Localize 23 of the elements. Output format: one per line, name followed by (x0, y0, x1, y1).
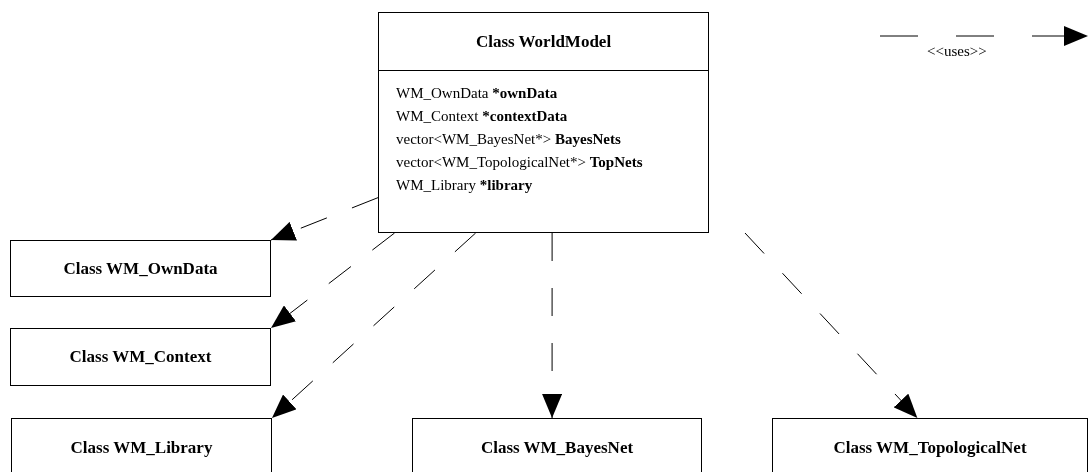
dependency-arrow (270, 197, 379, 241)
attribute-text: WM_OwnData *ownData (396, 84, 558, 103)
attribute-text: vector<WM_TopologicalNet*> TopNets (396, 153, 643, 172)
attribute-text: WM_Context *contextData (396, 107, 568, 126)
legend-label: <<uses>> (927, 43, 987, 60)
class-box (10, 240, 271, 297)
class-name: Class WM_Context (69, 347, 212, 367)
class-box (11, 418, 272, 472)
dependency-arrow (542, 232, 563, 419)
dependency-arrow (271, 232, 477, 419)
class-name: Class WM_Library (70, 438, 213, 458)
class-name: Class WM_BayesNet (480, 438, 634, 458)
class-name: Class WM_TopologicalNet (833, 438, 1027, 458)
dependency-arrow (270, 232, 396, 329)
dependency-arrow (744, 232, 918, 419)
class-box (412, 418, 702, 472)
class-box (772, 418, 1088, 472)
class-name: Class WM_OwnData (63, 258, 218, 279)
class-box (10, 328, 271, 386)
class-box (378, 12, 709, 233)
class-name: Class WorldModel (475, 31, 612, 52)
attribute-text: vector<WM_BayesNet*> BayesNets (396, 130, 621, 149)
attribute-text: WM_Library *library (396, 176, 533, 195)
